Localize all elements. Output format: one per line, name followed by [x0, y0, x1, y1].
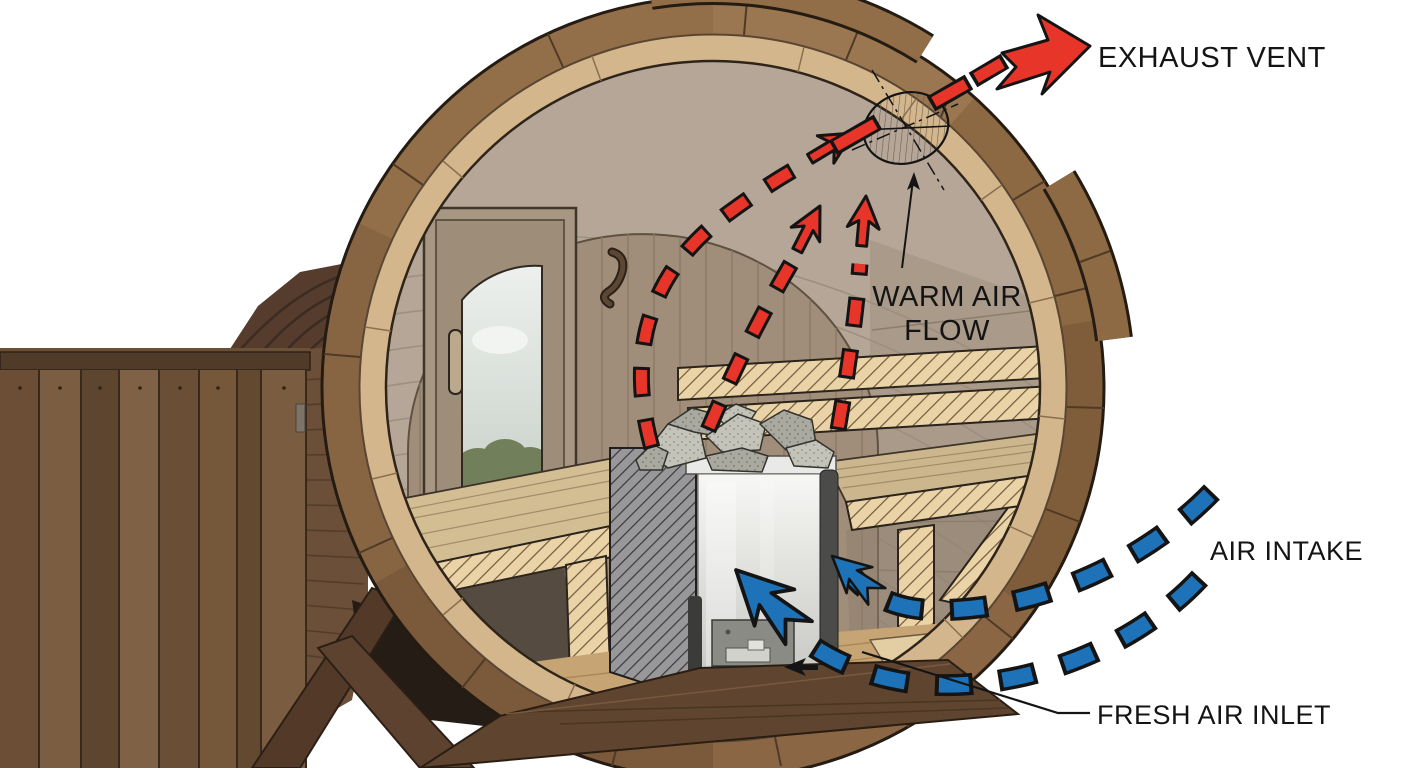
warm-air-label-line2: FLOW [904, 315, 990, 347]
wall-bracket-face [602, 249, 626, 307]
warm-air-flow-arrows [632, 13, 1092, 451]
fresh-air-inlet-leader [861, 650, 1090, 715]
door-handle [448, 329, 463, 395]
exhaust-arrow [995, 13, 1092, 96]
wooden-fence [0, 348, 311, 768]
inlet-direction-arrow [784, 658, 818, 676]
heater-stones [635, 403, 835, 473]
warm-air-label-line1: WARM AIR [872, 281, 1022, 313]
heater-side-panel [609, 447, 697, 702]
exhaust-vent-label: EXHAUST VENT [1098, 42, 1326, 74]
fence-hinge [295, 403, 306, 433]
exhaust-vent-symbol [851, 69, 959, 191]
vent-pointer-arrow [901, 172, 920, 269]
fresh-air-inlet-label: FRESH AIR INLET [1097, 700, 1331, 730]
air-intake-arrows [715, 484, 1220, 697]
air-intake-label: AIR INTAKE [1210, 536, 1363, 566]
